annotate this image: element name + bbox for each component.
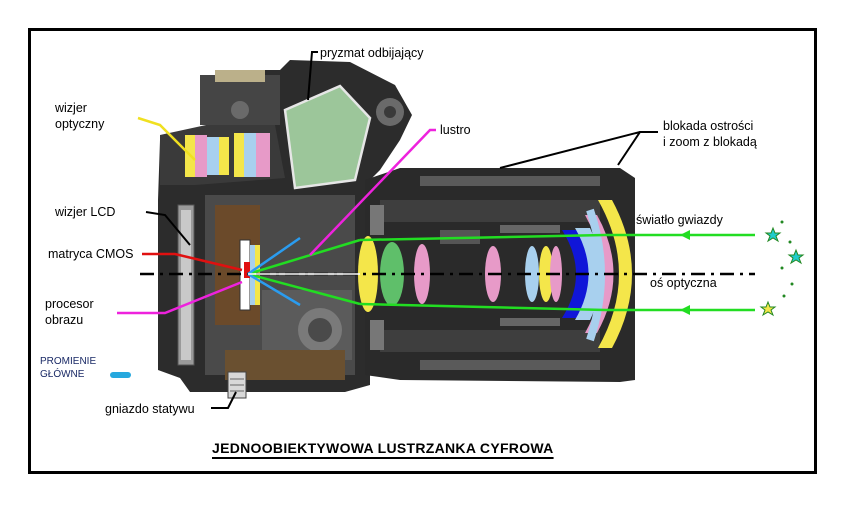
diagram-title: JEDNOOBIEKTYWOWA LUSTRZANKA CYFROWA (212, 440, 554, 456)
label-processor-1: procesor (45, 297, 94, 311)
label-prism: pryzmat odbijający (320, 46, 424, 60)
viewfinder-lenses (185, 133, 270, 177)
star-icon (787, 248, 805, 265)
lens-barrel (358, 168, 635, 382)
label-tripod: gniazdo statywu (105, 402, 195, 416)
label-lcd: wizjer LCD (55, 205, 116, 219)
star-icon (764, 226, 782, 243)
light-rays (247, 230, 755, 315)
star-icons (759, 220, 805, 317)
label-cmos: matryca CMOS (48, 247, 134, 261)
label-focus-lock-1: blokada ostrości (663, 119, 754, 133)
label-chief-rays-2: GŁÓWNE (40, 369, 85, 380)
label-mirror: lustro (440, 123, 471, 137)
label-optical-axis: oś optyczna (650, 276, 717, 290)
prism (283, 84, 372, 190)
label-viewfinder-optical-2: optyczny (55, 117, 105, 131)
label-focus-lock-2: i zoom z blokadą (663, 135, 757, 149)
label-processor-2: obrazu (45, 313, 84, 327)
label-viewfinder-optical-1: wizjer (55, 101, 87, 115)
star-icon (759, 300, 777, 317)
label-chief-rays-1: PROMIENIE (40, 356, 97, 367)
label-star-light: światło gwiazdy (636, 213, 723, 227)
pointer-lines (110, 51, 658, 409)
